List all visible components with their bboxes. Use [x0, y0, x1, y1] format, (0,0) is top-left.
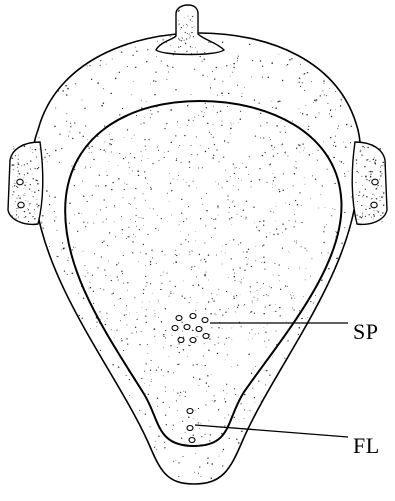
top-knob — [156, 5, 224, 55]
sp-label: SP — [353, 321, 378, 343]
inner-field-outline — [65, 101, 341, 446]
fl-label: FL — [353, 435, 380, 457]
right-lateral-lobe — [352, 142, 387, 224]
